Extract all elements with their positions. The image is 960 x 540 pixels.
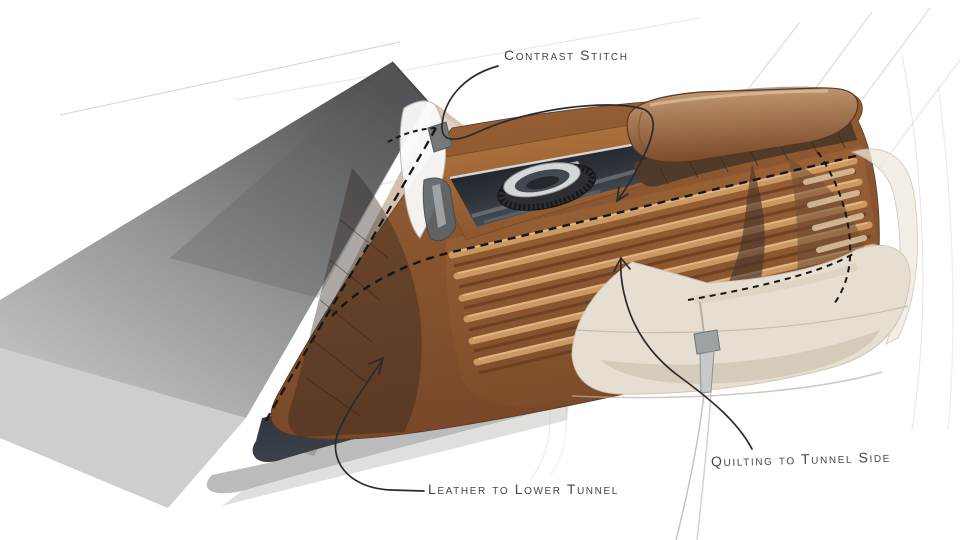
annotation-contrast-stitch: Contrast Stitch — [504, 47, 629, 63]
left-shadow-overlay — [288, 168, 422, 437]
rotary-knob — [497, 162, 597, 211]
armrest-pad — [626, 87, 859, 163]
annotation-leather-lower-tunnel: Leather to Lower Tunnel — [428, 481, 619, 497]
leader-contrast-stitch — [441, 65, 654, 203]
annotation-leaders — [334, 65, 753, 492]
leader-leather — [334, 356, 425, 492]
quilt-boundary-stitch-line — [817, 151, 852, 305]
gray-band-light — [222, 404, 569, 506]
stitch-lines — [263, 127, 857, 425]
arrowhead — [615, 186, 629, 203]
top-deck — [427, 119, 703, 241]
seatbelt-buckle — [675, 301, 721, 540]
contrast-stitch-line — [331, 154, 857, 317]
armrest — [626, 86, 859, 187]
leader-quilting — [613, 256, 753, 450]
arrowhead — [368, 356, 385, 375]
trim-stitch-line — [263, 127, 438, 425]
arrowhead — [613, 256, 631, 272]
dashboard-wedge — [0, 61, 429, 508]
front-metal-details — [399, 100, 457, 242]
cushion-stitch-line — [687, 251, 857, 301]
far-quilting-highlights — [803, 168, 867, 253]
